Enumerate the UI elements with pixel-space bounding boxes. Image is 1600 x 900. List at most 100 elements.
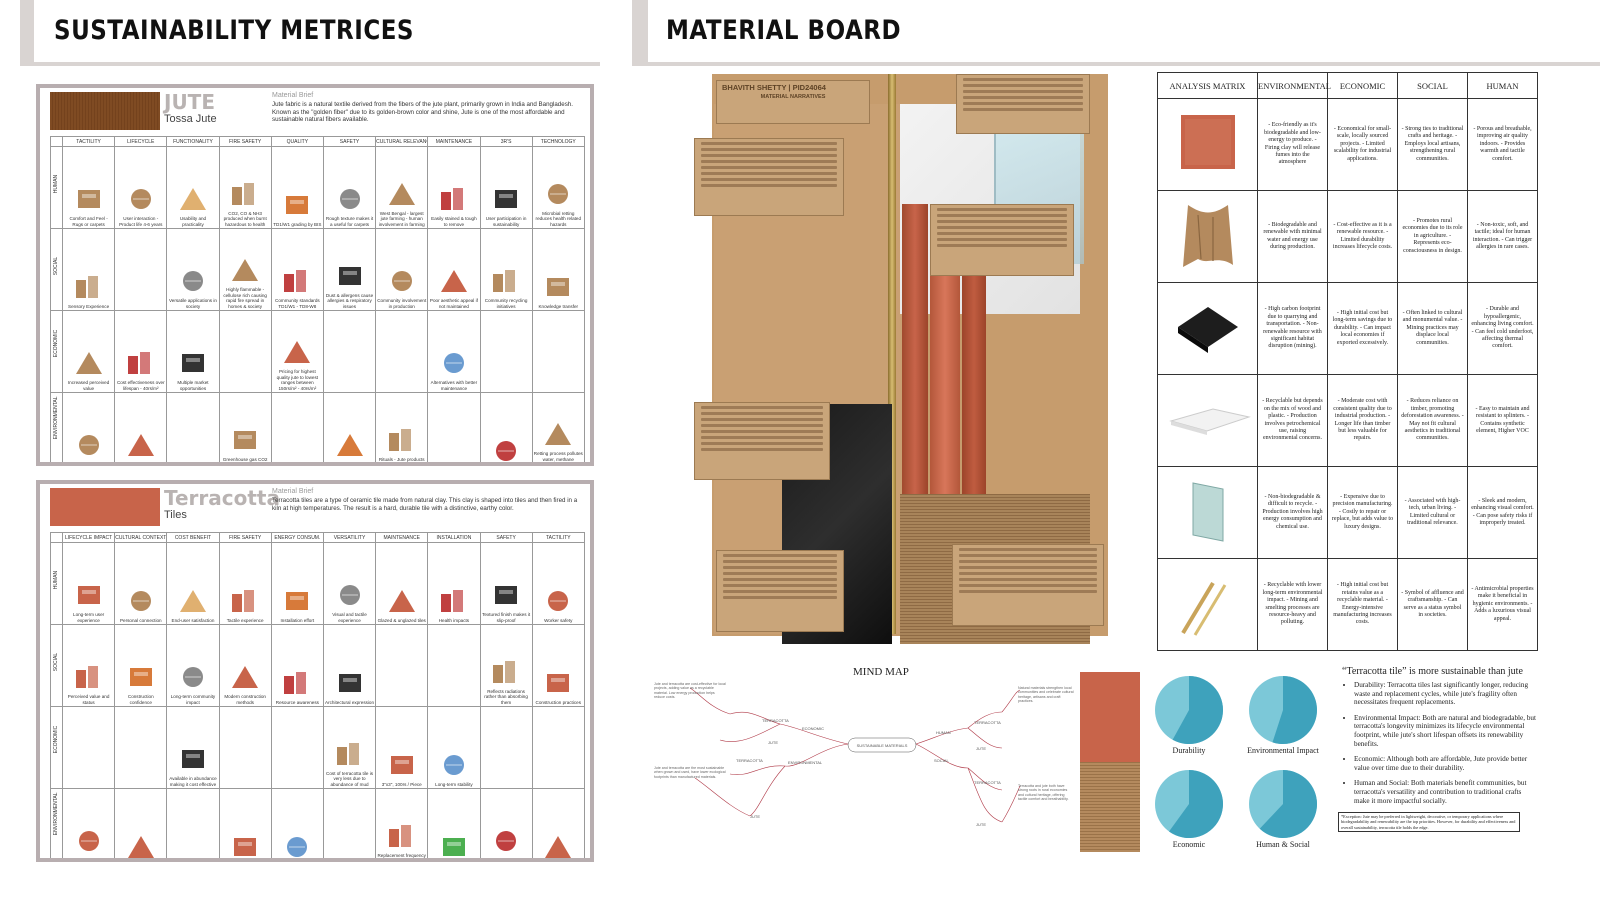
pie-label: Human & Social (1256, 840, 1310, 849)
jute-subname: Tossa Jute (164, 113, 217, 125)
spec-card-granite (694, 402, 830, 480)
pie-chart: Environmental Impact (1246, 674, 1336, 770)
cell-caption: Microbial retting reduces health related… (535, 210, 582, 227)
cell-caption: Weathering and degradation (72, 858, 105, 862)
sustainability-title: SUSTAINABILITY METRICES (54, 16, 414, 46)
row-label: HUMAN (50, 146, 63, 229)
matrix-cell (322, 310, 377, 393)
row-label-text: SOCIAL (52, 652, 59, 671)
cell-caption: TD1/W1 grading by BIS (273, 221, 322, 227)
jute-brief: JUTE Tossa Jute Material Brief Jute fabr… (40, 88, 590, 134)
analysis-cell: - Durable and hypoallergenic, enhancing … (1467, 282, 1538, 375)
matrix-cell: Pricing for highest quality jute to lowe… (270, 310, 324, 393)
pie-label: Economic (1172, 840, 1206, 849)
pie-slice (1169, 770, 1223, 838)
analysis-cell: - Expensive due to precision manufacturi… (1327, 466, 1398, 559)
matrix-cell (61, 706, 116, 789)
matrix-row: ENVIRONMENTAL Weathering and degradation R… (50, 788, 585, 862)
cell-caption: Available in abundance making it cost ef… (169, 776, 217, 787)
mm-note-1: Jute and terracotta are cost-effective f… (654, 682, 726, 699)
analysis-cell: - Non-toxic, soft, and tactile; ideal fo… (1467, 190, 1538, 283)
narratives-label: MATERIAL NARRATIVES (760, 94, 826, 101)
matrix-cell: Modern construction methods (218, 624, 272, 707)
column-header: 3R'S (479, 136, 533, 147)
pie-label: Environmental Impact (1247, 746, 1319, 755)
designer-name: BHAVITH SHETTY | PID24064 (722, 83, 826, 92)
matrix-cell: Bio-degradable - safe to dispose (479, 788, 533, 858)
mind-map-center-box (847, 737, 917, 753)
analysis-cell: - High carbon footprint due to quarrying… (1257, 282, 1328, 375)
cell-caption: Sensory Experience (68, 303, 110, 309)
matrix-cell (375, 624, 429, 707)
column-header: ENERGY CONSUM. (270, 532, 324, 543)
matrix-cell: TD1/W1 grading by BIS (270, 146, 324, 229)
matrix-cell (218, 706, 272, 789)
analysis-row: - Non-biodegradable & difficult to recyc… (1157, 466, 1538, 559)
matrix-cell: Carbon footprint (270, 788, 324, 858)
matrix-cell: Retting process pollutes water, methane … (531, 392, 585, 466)
cell-caption: Biodegradable - natural fibres - easy to… (325, 462, 374, 466)
terracotta-panel: Terracotta Tiles Material Brief Terracot… (36, 480, 594, 862)
analysis-row: - Biodegradable and renewable with minim… (1157, 190, 1538, 283)
column-header: FIRE SAFETY (218, 136, 272, 147)
terracotta-name: Terracotta (164, 486, 280, 510)
matrix-cell: West Bengal - largest jute farming - hum… (375, 146, 429, 229)
pie-slice (1172, 676, 1224, 744)
analysis-cell: - Often linked to cultural and monumenta… (1397, 282, 1468, 375)
row-label: ECONOMIC (50, 706, 63, 789)
name-card: BHAVITH SHETTY | PID24064 MATERIAL NARRA… (716, 80, 870, 124)
column-header: MAINTENANCE (427, 136, 481, 147)
point-durability: Durability: Terracotta tiles last signif… (1354, 681, 1538, 707)
mm-node-11: TERRACOTTA (974, 780, 1001, 785)
analysis-cell: - Easy to maintain and resistant to spli… (1467, 374, 1538, 467)
pie-chart: Economic (1152, 768, 1242, 864)
cell-caption: Tactile experience (226, 617, 264, 623)
matrix-cell (166, 392, 220, 462)
matrix-cell: Weathering and degradation (61, 788, 116, 862)
matrix-row: ECONOMIC Available in abundance making it… (50, 706, 585, 789)
row-label: ECONOMIC (50, 310, 63, 393)
cell-caption: Construction confidence (127, 694, 154, 705)
column-header: FUNCTIONALITY (166, 136, 220, 147)
matrix-cell: Natural Texture - rough & coarse (61, 392, 116, 462)
matrix-cell: Multiple market opportunities (166, 310, 220, 393)
row-label-text: ECONOMIC (52, 329, 59, 358)
spec-card-terracotta (930, 204, 1074, 276)
cell-caption: Community involvement in production (377, 298, 427, 309)
column-header: QUALITY (270, 136, 324, 147)
matrix-cell (427, 392, 481, 462)
cell-caption: Perceived value and status (67, 694, 110, 705)
row-label: ENVIRONMENTAL (50, 788, 63, 858)
brass-rod-image (1180, 581, 1226, 636)
analysis-cell: - Biodegradable and renewable with minim… (1257, 190, 1328, 283)
jute-name: JUTE (164, 90, 215, 114)
analysis-cell: - Economical for small-scale, locally so… (1327, 98, 1398, 191)
cell-caption: Retting process pollutes water, methane … (533, 451, 583, 466)
cell-caption: Worker safety (544, 617, 573, 623)
mm-note-4: Terracotta and jute both have strong roo… (1018, 784, 1069, 801)
cell-caption: Biodegradable end-of-life (118, 462, 164, 466)
mm-node-3: JUTE (768, 740, 778, 745)
analysis-cell: - Porous and breathable, improving air q… (1467, 98, 1538, 191)
matrix-cell: Resource longevity (114, 788, 168, 858)
row-label: HUMAN (50, 542, 63, 625)
matrix-cell: Replacement frequency affects energy con… (375, 788, 429, 858)
material-image-cell (1157, 466, 1258, 559)
matrix-cell: Community standards TD1/W1 - TD8-W8 (270, 228, 324, 311)
cell-caption: Textured finish makes it slip-proof (482, 612, 531, 623)
matrix-cell: Alternatives with better maintenance (427, 310, 481, 393)
jute-sample (1080, 762, 1140, 852)
matrix-cell: Waste reduction (479, 392, 533, 462)
matrix-cell: Textured finish makes it slip-proof (479, 542, 533, 625)
point-environmental: Environmental Impact: Both are natural a… (1354, 714, 1538, 748)
matrix-cell: Perceived value and status (61, 624, 116, 707)
mm-node-5: ENVIRONMENTAL (788, 760, 823, 765)
jute-brief-text: Jute fabric is a natural textile derived… (272, 101, 573, 124)
spec-card-jute (952, 544, 1104, 626)
column-header: COST BENEFIT (166, 532, 220, 543)
matrix-cell (270, 706, 324, 789)
cell-caption: Installation effort (280, 617, 315, 623)
matrix-cell: Easily stained & tough to remove (427, 146, 481, 229)
